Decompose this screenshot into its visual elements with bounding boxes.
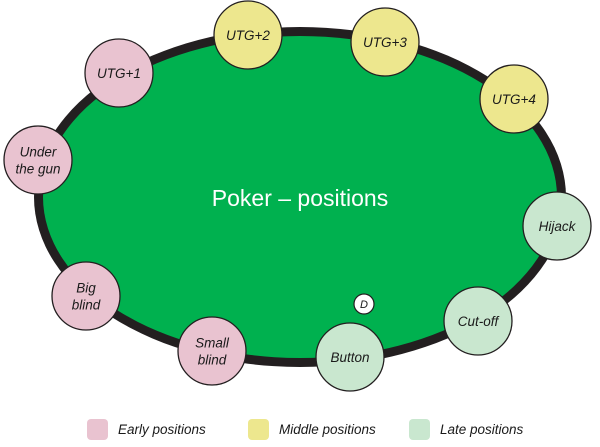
dealer-button-letter: D: [360, 299, 368, 311]
seat-label-utg-1: Under: [20, 145, 57, 160]
seat-label-utg-2: the gun: [15, 162, 60, 177]
seat-hijack: Hijack: [522, 191, 592, 261]
diagram-title: Poker – positions: [212, 185, 388, 211]
seat-label-bb-1: Big: [76, 281, 96, 296]
seat-label-sb-2: blind: [198, 353, 227, 368]
seat-circle-hijack: [522, 191, 592, 261]
legend-item-early: Early positions: [87, 416, 206, 442]
seat-utg4: UTG+4: [479, 64, 549, 134]
legend-swatch-middle: [248, 418, 269, 440]
seat-utg1: UTG+1: [84, 38, 154, 108]
legend-item-late: Late positions: [409, 416, 523, 442]
legend-swatch-early: [87, 418, 108, 440]
legend-label-late: Late positions: [440, 421, 524, 437]
seat-sb: Small blind: [177, 316, 247, 386]
seat-cutoff: Cut-off: [443, 286, 513, 356]
seat-utg2: UTG+2: [213, 0, 283, 70]
seat-utg3: UTG+3: [350, 7, 420, 77]
seat-circle-utg2: [213, 0, 283, 70]
seat-circle-utg4: [479, 64, 549, 134]
seat-label-bb-2: blind: [72, 298, 101, 313]
seat-label-cutoff: Cut-off: [458, 314, 500, 329]
legend-item-middle: Middle positions: [248, 416, 376, 442]
seat-circle-bb: [51, 261, 121, 331]
seat-circle-utg3: [350, 7, 420, 77]
seat-circle-button: [315, 322, 385, 392]
legend-swatch-late: [409, 418, 430, 440]
seat-label-utg2: UTG+2: [226, 28, 270, 43]
seat-circle-utg: [3, 125, 73, 195]
legend-label-early: Early positions: [118, 421, 206, 437]
seat-label-utg3: UTG+3: [363, 35, 407, 50]
legend: Early positions Middle positions Late po…: [0, 416, 600, 444]
seat-label-hijack: Hijack: [539, 219, 577, 234]
seat-utg: Under the gun: [3, 125, 73, 195]
legend-label-middle: Middle positions: [279, 421, 376, 437]
seat-circle-cutoff: [443, 286, 513, 356]
seat-label-sb-1: Small: [195, 336, 230, 351]
seat-circle-utg1: [84, 38, 154, 108]
dealer-button: D: [353, 293, 375, 315]
seat-label-utg1: UTG+1: [97, 66, 141, 81]
seat-label-button: Button: [330, 350, 369, 365]
table-felt: [43, 36, 557, 358]
dealer-button-disc: [353, 293, 375, 315]
seat-circle-sb: [177, 316, 247, 386]
seat-bb: Big blind: [51, 261, 121, 331]
seats-group: Under the gun UTG+1 UTG+2 UTG+3UTG+4HijackCu…: [3, 0, 592, 392]
seat-button: Button: [315, 322, 385, 392]
seat-label-utg4: UTG+4: [492, 92, 536, 107]
